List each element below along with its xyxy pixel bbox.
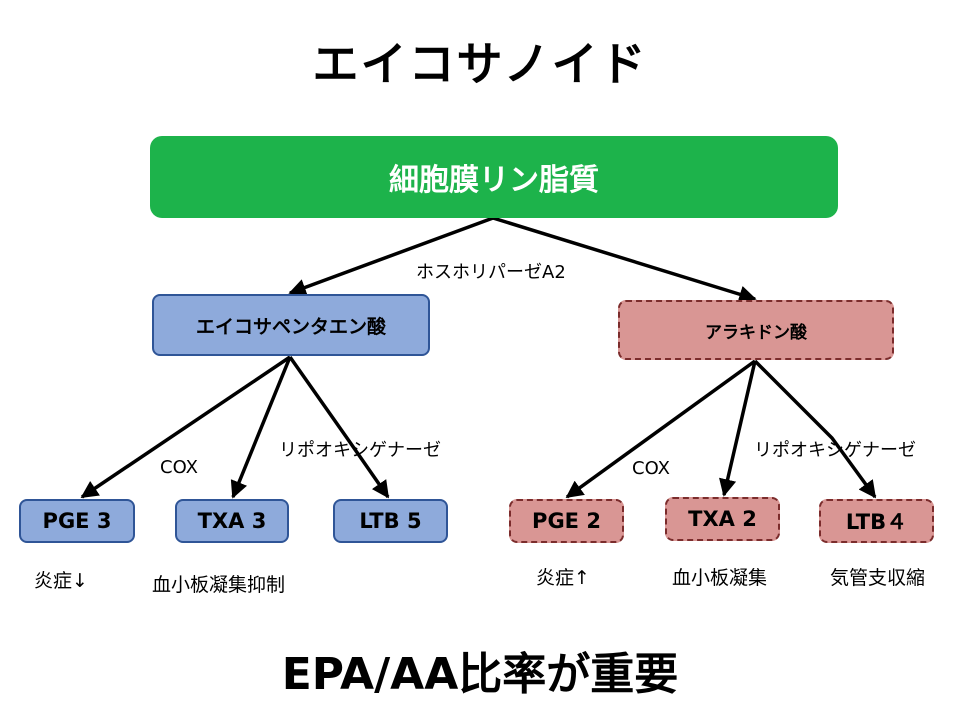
arrow-to-ltb4 (753, 359, 877, 499)
pge2-node: PGE 2 (509, 499, 624, 543)
arrow-to-ltb5 (288, 355, 390, 499)
left-cox-label: COX (160, 457, 198, 478)
page-title: エイコサノイド (312, 37, 648, 91)
arachidonic-acid-node: アラキドン酸 (618, 300, 894, 360)
right-lipoxygenase-label: リポオキシゲナーゼ (754, 440, 916, 461)
cell-membrane-phospholipid-node: 細胞膜リン脂質 (150, 136, 838, 218)
txa3-node: TXA 3 (175, 499, 289, 543)
left-lipoxygenase-label: リポオキシゲナーゼ (279, 440, 441, 461)
arrow-to-aa (492, 216, 757, 303)
phospholipase-a2-label: ホスホリパーゼA2 (416, 262, 566, 283)
right-cox-label: COX (632, 458, 670, 479)
epa-node: エイコサペンタエン酸 (152, 294, 430, 356)
effect-inflammation-down: 炎症↓ (34, 570, 88, 592)
ltb4-node: LTB４ (819, 499, 934, 543)
txa2-node: TXA 2 (665, 497, 780, 541)
arrow-to-pge2 (565, 359, 757, 499)
arrow-to-txa3 (230, 356, 292, 499)
effect-platelet-aggregation-inhibition: 血小板凝集抑制 (152, 574, 286, 596)
effect-bronchoconstriction: 気管支収縮 (830, 567, 926, 589)
pge3-node: PGE 3 (19, 499, 135, 543)
conclusion-text: EPA/AA比率が重要 (281, 649, 679, 700)
effect-platelet-aggregation: 血小板凝集 (672, 567, 768, 589)
arrow-to-pge3 (80, 355, 291, 499)
effect-inflammation-up: 炎症↑ (536, 567, 590, 589)
arrow-to-txa2 (719, 360, 757, 497)
ltb5-node: LTB 5 (333, 499, 448, 543)
arrow-to-epa (288, 216, 494, 296)
